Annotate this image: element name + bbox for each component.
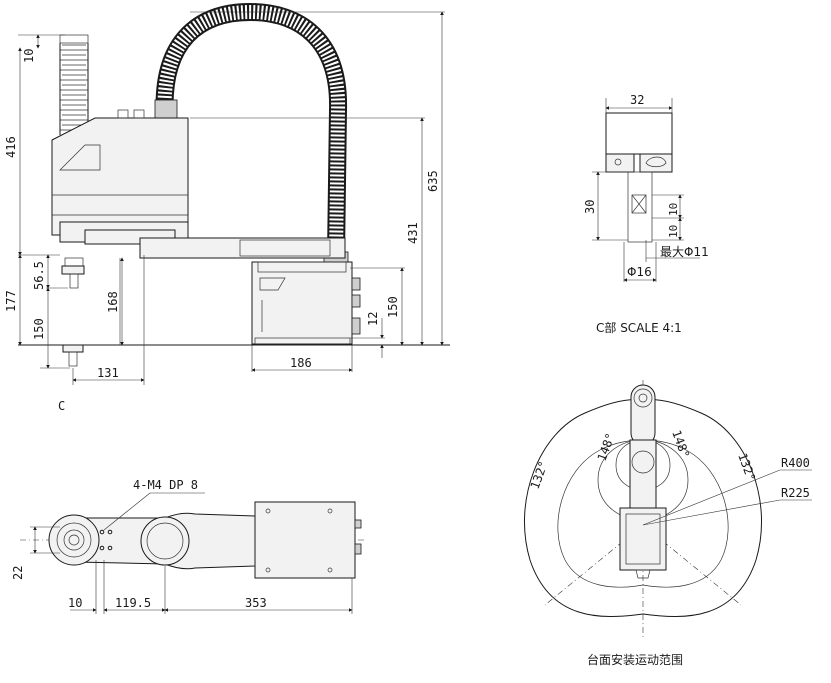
- top-view: 4-M4 DP 8 22 10 119.5 353: [11, 478, 365, 614]
- shaft-bellows: [59, 34, 89, 135]
- dim-431: 431: [406, 222, 420, 244]
- dim-10: 10: [22, 49, 36, 63]
- angle-148-left: 148°: [595, 431, 618, 463]
- dim-10a: 10: [667, 203, 680, 216]
- dim-177: 177: [4, 290, 18, 312]
- diameter-16-label: Φ16: [627, 265, 652, 279]
- dim-12: 12: [366, 312, 380, 326]
- dim-22: 22: [11, 566, 25, 580]
- angle-132-right: 132°: [735, 451, 758, 483]
- dim-119-5: 119.5: [115, 596, 151, 610]
- radius-225-label: R225: [781, 486, 810, 500]
- dim-168: 168: [106, 291, 120, 313]
- dim-32: 32: [630, 93, 644, 107]
- dim-416: 416: [4, 136, 18, 158]
- section-label-c: C: [58, 399, 65, 413]
- motion-range-view: R400 R225 148° 148° 132° 132° 台面安装运动范围: [523, 380, 812, 667]
- dim-635: 635: [426, 170, 440, 192]
- range-caption: 台面安装运动范围: [587, 652, 683, 667]
- dim-131: 131: [97, 366, 119, 380]
- dim-56-5: 56.5: [32, 261, 46, 290]
- arm1-link: [139, 237, 346, 259]
- dim-30: 30: [583, 200, 597, 214]
- dim-150-right: 150: [386, 296, 400, 318]
- arm2-housing: [51, 109, 189, 245]
- base-unit: [251, 261, 361, 345]
- dim-10b: 10: [667, 225, 680, 238]
- dim-186: 186: [290, 356, 312, 370]
- detail-c: 32 30 10 10 最大Φ11 Φ16 C部 SCALE 4:1: [583, 93, 709, 335]
- dim-10-top: 10: [68, 596, 82, 610]
- dim-353: 353: [245, 596, 267, 610]
- side-view: 10 416 635 431 177 56.5 150 168 150 12 1…: [4, 2, 450, 413]
- detail-caption: C部 SCALE 4:1: [596, 320, 682, 335]
- max-diameter-label: 最大Φ11: [660, 245, 709, 259]
- angle-132-left: 132°: [528, 459, 551, 491]
- radius-400-label: R400: [781, 456, 810, 470]
- dim-150-left: 150: [32, 318, 46, 340]
- tool-flange: [61, 257, 85, 367]
- callout-m4-holes: 4-M4 DP 8: [133, 478, 198, 492]
